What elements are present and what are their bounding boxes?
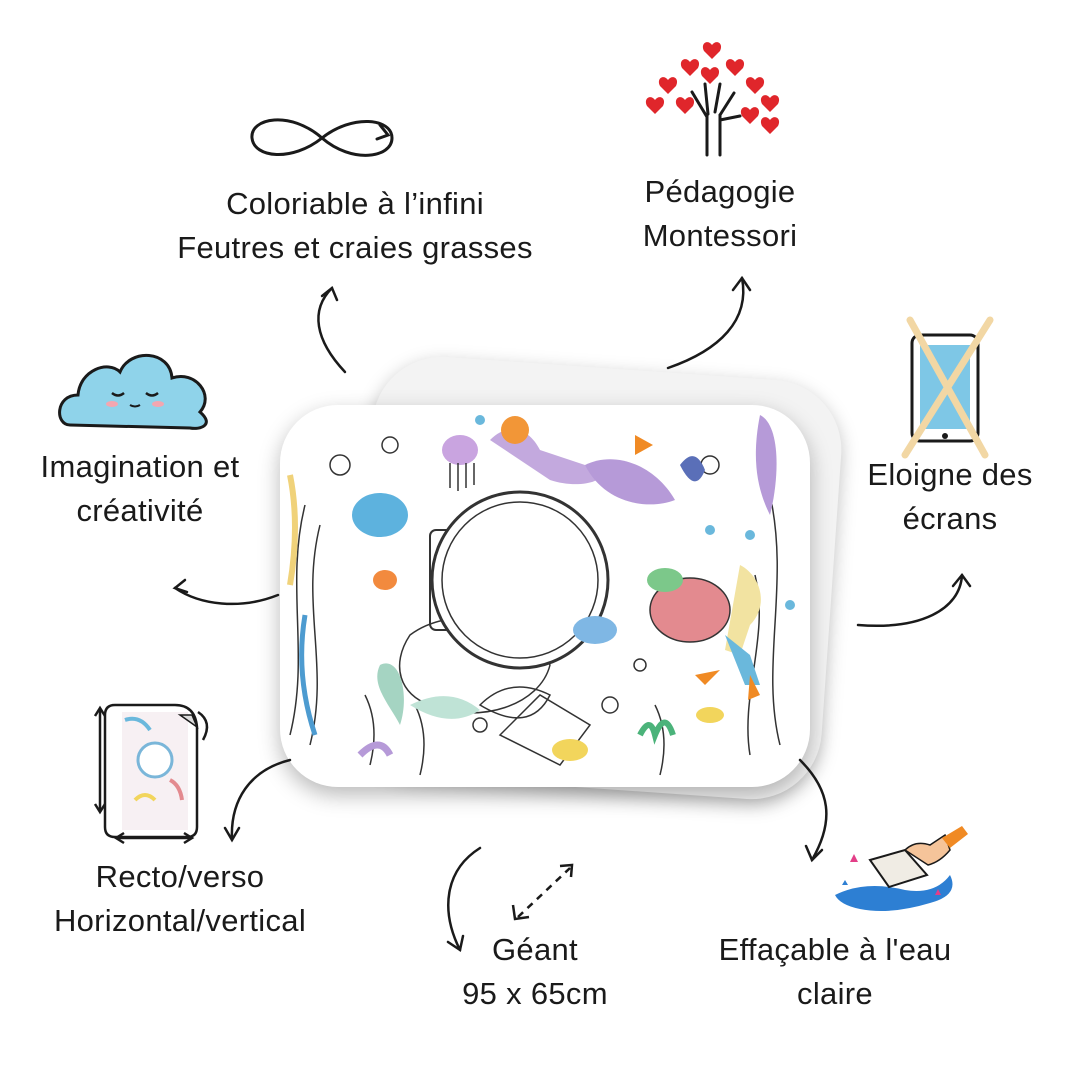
feature-screens-line1: Eloigne des — [867, 457, 1033, 492]
infinity-icon — [250, 118, 394, 157]
feature-giant-line2: 95 x 65cm — [462, 976, 608, 1011]
feature-erasable-line2: claire — [797, 976, 873, 1011]
feature-imagination-line1: Imagination et — [40, 449, 240, 484]
ocean-illustration — [287, 415, 795, 776]
feature-giant-line1: Géant — [492, 932, 578, 967]
arrow-to-imagination — [172, 578, 280, 606]
diagonal-resize-icon — [511, 863, 574, 921]
feature-screens-line2: écrans — [902, 501, 998, 536]
arrow-to-infinite — [317, 285, 347, 374]
sponge-water-icon — [835, 826, 968, 911]
feature-erasable-line1: Effaçable à l'eau — [718, 932, 952, 967]
feature-imagination: Imagination et créativité — [20, 445, 260, 533]
flip-sheet-icon — [93, 703, 209, 845]
feature-montessori-line2: Montessori — [642, 218, 798, 253]
feature-erasable: Effaçable à l'eau claire — [690, 928, 980, 1016]
arrow-to-erasable — [798, 758, 828, 863]
feature-reversible-line2: Horizontal/vertical — [53, 903, 307, 938]
feature-infinite-line2: Feutres et craies grasses — [177, 230, 533, 265]
feature-infinite-line1: Coloriable à l’infini — [226, 186, 484, 221]
feature-screens: Eloigne des écrans — [850, 453, 1050, 541]
feature-infinite: Coloriable à l’infini Feutres et craies … — [150, 182, 560, 270]
feature-montessori: Pédagogie Montessori — [600, 170, 840, 258]
feature-montessori-line1: Pédagogie — [644, 174, 796, 209]
ocean-coloring-mat — [280, 405, 810, 787]
arrow-to-giant — [446, 846, 482, 953]
arrow-to-reversible — [223, 758, 292, 843]
feature-reversible-line1: Recto/verso — [95, 859, 265, 894]
hand-hearts-icon — [645, 42, 780, 157]
crossed-tablet-icon — [901, 316, 994, 459]
feature-giant: Géant 95 x 65cm — [430, 928, 640, 1016]
feature-imagination-line2: créativité — [76, 493, 204, 528]
feature-reversible: Recto/verso Horizontal/vertical — [20, 855, 340, 943]
cloud-icon — [58, 354, 208, 430]
arrow-to-montessori — [666, 275, 752, 370]
arrow-to-screens — [856, 572, 972, 627]
